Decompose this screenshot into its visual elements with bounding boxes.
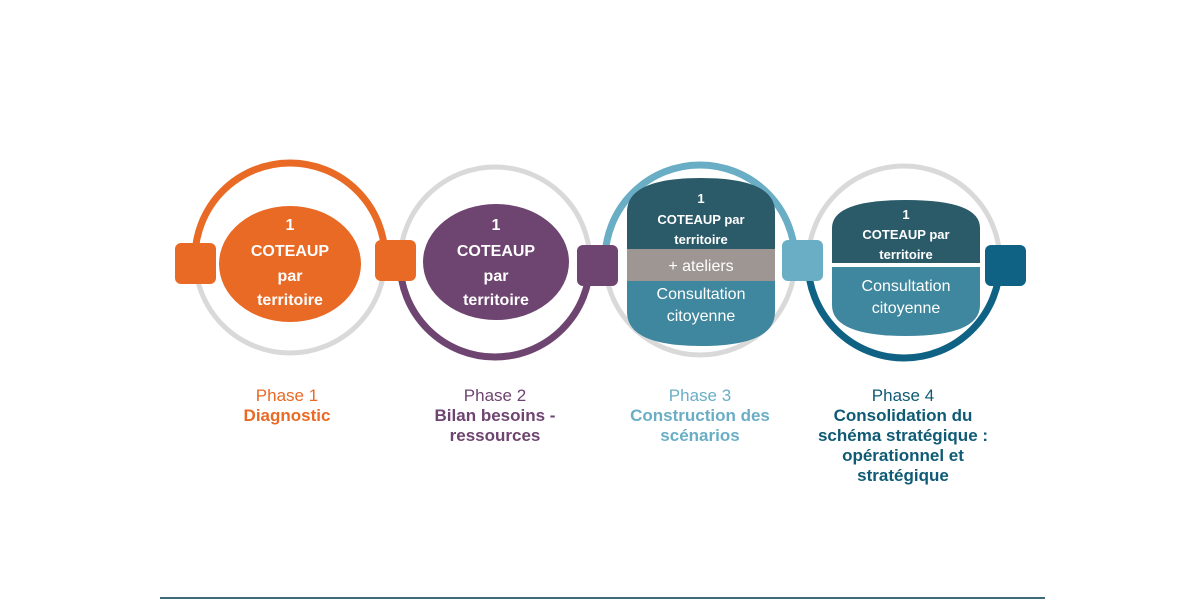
inner-text: territoire (463, 292, 529, 309)
inner-text: COTEAUP par (657, 212, 744, 227)
inner-text: citoyenne (872, 300, 941, 317)
inner-text: territoire (257, 292, 323, 309)
phase-title: Construction des scénarios (630, 406, 770, 445)
inner-text: COTEAUP (251, 243, 330, 260)
phase-title: Bilan besoins - ressources (434, 406, 556, 445)
inner-text: Consultation (657, 286, 746, 303)
inner-text: COTEAUP (457, 243, 536, 260)
phase-3-inner: 1 COTEAUP par territoire + ateliers Cons… (627, 178, 775, 346)
phase-title: Consolidation du schéma stratégique : op… (817, 406, 989, 485)
inner-text: par (278, 268, 303, 285)
phase-number: Phase 1 (255, 386, 319, 405)
connector-square (577, 245, 618, 286)
phase-4-inner: 1 COTEAUP par territoire Consultation ci… (832, 200, 980, 336)
inner-text: 1 (492, 217, 501, 234)
phase-3-ring (601, 161, 799, 358)
phase-1-inner: 1 COTEAUP par territoire (219, 206, 361, 322)
phase-2-label: Phase 2 Bilan besoins - ressources (395, 386, 595, 446)
connector-square (782, 240, 823, 281)
inner-text: 1 (697, 191, 704, 206)
inner-text: Consultation (862, 278, 951, 295)
inner-text: 1 (902, 207, 909, 222)
connector-square (375, 240, 416, 281)
inner-text: par (484, 268, 509, 285)
phase-4-label: Phase 4 Consolidation du schéma stratégi… (803, 386, 1003, 486)
phase-4-ring (804, 163, 1004, 362)
phase-2-inner: 1 COTEAUP par territoire (423, 204, 569, 320)
phase-number: Phase 3 (668, 386, 732, 405)
phase-1-ring (191, 159, 389, 356)
connector-square (985, 245, 1026, 286)
bottom-divider (160, 597, 1045, 599)
ateliers-band: + ateliers (668, 258, 733, 275)
connector-square (175, 243, 216, 284)
phase-3-label: Phase 3 Construction des scénarios (600, 386, 800, 446)
phase-title: Diagnostic (243, 406, 331, 425)
phase-number: Phase 4 (871, 386, 935, 405)
inner-text: territoire (879, 247, 932, 262)
phase-1-label: Phase 1 Diagnostic (187, 386, 387, 426)
inner-text: citoyenne (667, 308, 736, 325)
inner-text: COTEAUP par (862, 227, 949, 242)
phase-2-ring (396, 164, 594, 361)
phase-number: Phase 2 (463, 386, 527, 405)
inner-text: territoire (674, 232, 727, 247)
inner-text: 1 (286, 217, 295, 234)
